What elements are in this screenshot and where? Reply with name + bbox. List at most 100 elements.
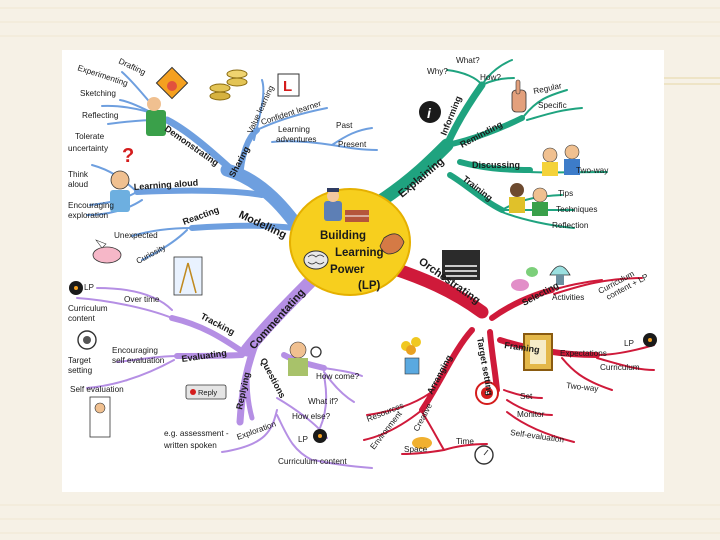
leaf-eg-assessment-1: e.g. assessment - (164, 429, 229, 438)
leaf-curriculum: Curriculum (600, 363, 640, 372)
center-line-1: Building (320, 230, 366, 242)
sub-label-reminding: Reminding (458, 119, 504, 150)
info-icon: i (419, 101, 441, 123)
mind-map: Building Learning Power (LP) L ? i (68, 56, 657, 469)
branch-explaining (375, 59, 608, 229)
mirror-person-icon (89, 396, 111, 438)
leaf-lp-orchestrating: LP (624, 339, 635, 348)
lamp-icon (549, 265, 571, 285)
leaf-lp-questions: LP (298, 435, 309, 444)
muscle-arm-icon (379, 233, 405, 255)
leaf-lp-tracking: LP (84, 283, 95, 292)
leaf-set: Set (520, 392, 533, 401)
leaf-techniques: Techniques (556, 205, 597, 214)
piano-hands-icon (442, 250, 480, 280)
leaf-two-way-explaining: Two-way (576, 166, 609, 175)
sub-label-learning-aloud: Learning aloud (133, 178, 198, 192)
artist-person-icon (146, 97, 166, 136)
sub-label-reacting: Reacting (181, 204, 220, 226)
leaf-target-2: setting (68, 366, 93, 375)
coins-stack-icon (209, 69, 248, 101)
leaf-drafting: Drafting (117, 57, 147, 77)
leaf-tolerate-1: Tolerate (75, 132, 105, 141)
flying-pig-icon (92, 239, 122, 264)
leaf-unexpected: Unexpected (114, 231, 158, 240)
leaf-what-if: What if? (308, 397, 338, 406)
sub-label-discussing: Discussing (472, 160, 520, 170)
leaf-what: What? (456, 56, 480, 65)
leaf-reflecting: Reflecting (82, 111, 119, 120)
leaf-monitor: Monitor (517, 410, 545, 419)
leaf-activities: Activities (552, 293, 584, 302)
leaf-reflection: Reflection (552, 221, 589, 230)
builder-icon (324, 188, 369, 222)
leaf-past: Past (336, 121, 353, 130)
leaf-learning-adventures-1: Learning (278, 125, 310, 134)
leaf-eg-assessment-2: written spoken (163, 441, 217, 450)
mind-map-frame: Building Learning Power (LP) L ? i (62, 50, 664, 492)
thinking-person-icon (110, 170, 130, 212)
picture-frame-icon (523, 333, 553, 371)
leaf-space: Space (404, 445, 428, 454)
leaf-how-come: How come? (316, 372, 360, 381)
target-icon-evaluating (77, 330, 97, 350)
leaf-curriculum-content-1: Curriculum (68, 304, 108, 313)
branch-commentating (76, 268, 373, 469)
question-mark-icon: ? (122, 145, 134, 167)
reply-label: Reply (198, 388, 217, 397)
central-topic: Building Learning Power (LP) (289, 188, 411, 296)
pointing-hand-icon (511, 79, 527, 113)
leaf-two-way-orchestrating: Two-way (566, 381, 600, 393)
leaf-specific: Specific (538, 101, 567, 110)
flower-vase-icon (401, 337, 421, 375)
ladder-progress-icon (173, 256, 203, 296)
leaf-enc-self-eval-2: self evaluation (112, 356, 165, 365)
leaf-experimenting: Experimenting (76, 63, 129, 88)
leaf-learning-adventures-2: adventures (276, 135, 317, 144)
lp-record-icon-tracking (69, 281, 83, 295)
leaf-over-time: Over time (124, 295, 160, 304)
center-line-2: Learning (335, 247, 384, 259)
reply-button-icon: Reply (185, 384, 227, 400)
leaf-sketching: Sketching (80, 89, 116, 98)
l-plate-icon: L (277, 73, 300, 97)
leaf-curriculum-content-2: content (68, 314, 96, 323)
leaf-think-2: aloud (68, 180, 88, 189)
sub-label-questions: Questions (258, 356, 287, 400)
two-people-talking-icon (542, 144, 580, 176)
svg-text:L: L (283, 78, 292, 95)
sub-label-framing: Framing (504, 340, 541, 355)
target-board-icon (475, 381, 499, 405)
brain-icon (303, 250, 329, 270)
lp-record-icon-questions (313, 429, 327, 443)
leaf-confident-learner: Confident learner (260, 99, 323, 127)
ladder-sign-icon (155, 66, 189, 100)
branch-orchestrating (363, 261, 655, 455)
leaf-why: Why? (427, 67, 448, 76)
svg-text:i: i (427, 105, 432, 121)
planet-icon (412, 437, 432, 449)
detective-icon (288, 341, 322, 376)
center-line-3: Power (330, 264, 365, 276)
leaf-encouraging-1: Encouraging (68, 201, 114, 210)
leaf-expectations: Expectations (560, 349, 607, 358)
center-line-4: (LP) (358, 280, 381, 292)
lp-record-icon-orchestrating (643, 333, 657, 347)
leaf-how-else: How else? (292, 412, 331, 421)
leaf-time: Time (456, 437, 474, 446)
sub-label-demonstrating: Demonstrating (163, 123, 221, 168)
sub-label-evaluating: Evaluating (181, 348, 227, 364)
leaf-curiosity: Curiosity (135, 242, 168, 265)
candy-icon (511, 267, 538, 291)
sub-label-arranging: Arranging (425, 353, 454, 396)
trainer-and-student-icon (509, 183, 548, 216)
stopwatch-icon (474, 445, 494, 465)
leaf-think-1: Think (68, 170, 89, 179)
leaf-enc-self-eval-1: Encouraging (112, 346, 158, 355)
leaf-self-evaluation-commentating: Self evaluation (70, 385, 124, 394)
leaf-curriculum-content-commentating: Curriculum content (278, 457, 347, 466)
svg-text:?: ? (122, 145, 134, 167)
leaf-how: How? (480, 73, 501, 82)
leaf-encouraging-2: exploration (68, 211, 109, 220)
leaf-target-1: Target (68, 356, 91, 365)
